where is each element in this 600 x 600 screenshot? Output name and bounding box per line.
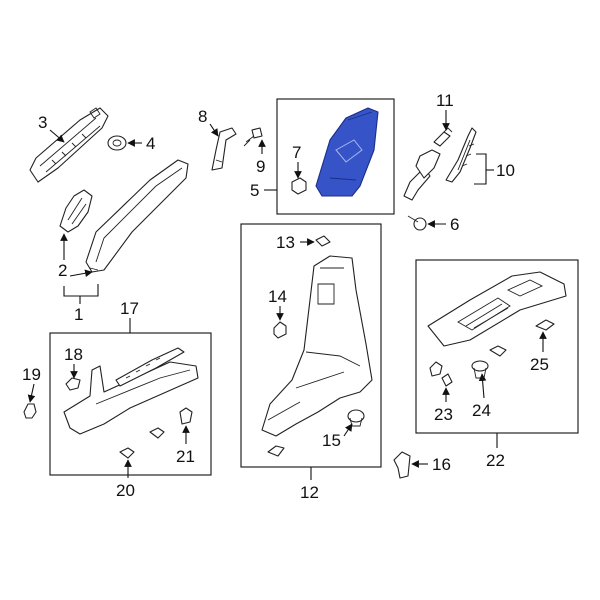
callout-24: 24 [472,401,491,420]
part-7-clip [291,177,307,195]
callout-5: 5 [250,181,259,200]
part-11-screw [433,127,453,147]
part-13-clip [315,235,331,247]
part-24-retainer [471,360,489,379]
part-20-clip [119,447,135,459]
part-19-clip [23,403,37,419]
part-17-sill-trim [63,347,199,435]
part-12-pillar-trim [261,255,373,437]
part-1-pillar-trim [85,159,189,273]
callout-13: 13 [276,233,295,252]
part-15-clip [347,409,365,427]
callout-12: 12 [300,483,319,502]
part-8-bracket [211,127,237,171]
part-3-bracket [29,107,109,183]
part-21-clip [179,407,193,425]
part-2-clip [59,189,93,233]
callout-11: 11 [436,91,454,110]
callout-labels: 3 4 2 1 8 9 5 7 11 10 6 13 14 15 12 16 2… [22,91,549,502]
callout-18: 18 [64,345,83,364]
callout-3: 3 [38,113,47,132]
callout-25: 25 [530,355,549,374]
callout-4: 4 [146,134,155,153]
callout-20: 20 [116,481,135,500]
part-9-bolt [243,127,263,147]
part-12-clip-bottom [267,445,285,457]
callout-21: 21 [176,447,195,466]
part-22-step-plate [427,271,567,347]
part-16-clip [393,451,411,479]
part-24-clip-upper [489,345,507,357]
callout-19: 19 [22,365,41,384]
callout-10: 10 [496,161,515,180]
callout-23: 23 [434,405,453,424]
callout-17: 17 [120,299,139,318]
callout-8: 8 [198,107,207,126]
part-17-clip-small [149,427,165,439]
part-14-clip [273,321,287,339]
callout-7: 7 [292,143,301,162]
part-18-clip [65,377,81,391]
callout-15: 15 [322,431,341,450]
part-6-screw [407,215,427,231]
leader-lines [27,110,547,480]
callout-6: 6 [450,215,459,234]
callout-14: 14 [268,287,287,306]
callout-2: 2 [58,261,67,280]
callout-1: 1 [74,305,83,324]
part-23-clip [429,361,453,387]
part-5-highlighted-trim [315,107,379,197]
part-10-trim [403,127,477,201]
group-box-5 [276,98,395,215]
part-4-nut [107,135,127,151]
callout-9: 9 [256,157,265,176]
part-25-clip [535,319,555,331]
callout-16: 16 [432,455,451,474]
callout-22: 22 [486,451,505,470]
